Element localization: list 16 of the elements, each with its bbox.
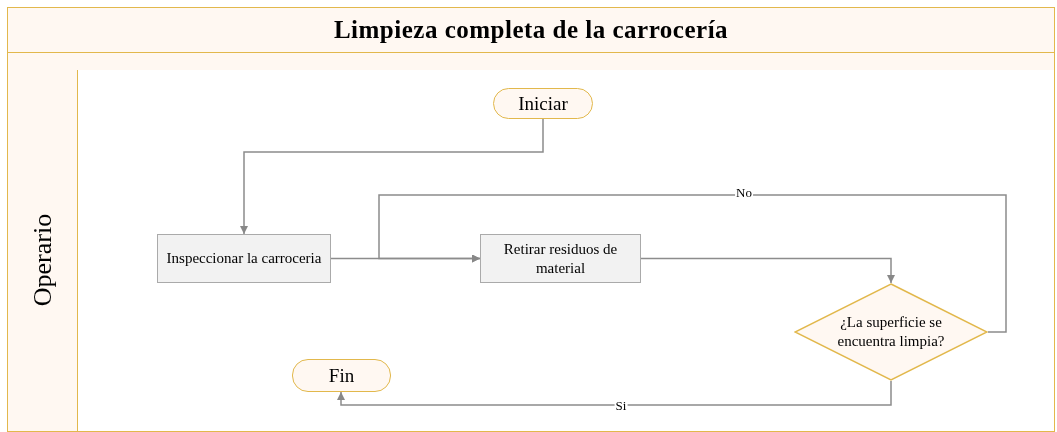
swimlane	[7, 70, 1055, 432]
arrow	[640, 257, 895, 284]
process-box	[157, 234, 331, 283]
terminal-pill	[493, 88, 593, 119]
terminal-text: Iniciar	[518, 92, 568, 115]
lane-label: Operario	[28, 213, 58, 307]
process-text: Retirar residuos de material	[502, 239, 619, 278]
process-box	[480, 234, 641, 283]
title: Limpieza completa de la carrocería	[333, 16, 729, 44]
arrow	[337, 380, 892, 406]
decision-text: ¿La superficie se encuentra limpia?	[836, 312, 946, 351]
terminal-text: Fin	[328, 364, 355, 387]
process-text: Inspeccionar la carroceria	[166, 249, 322, 268]
arrow	[240, 118, 544, 235]
terminal-pill	[292, 359, 391, 392]
arrow	[378, 194, 1007, 333]
